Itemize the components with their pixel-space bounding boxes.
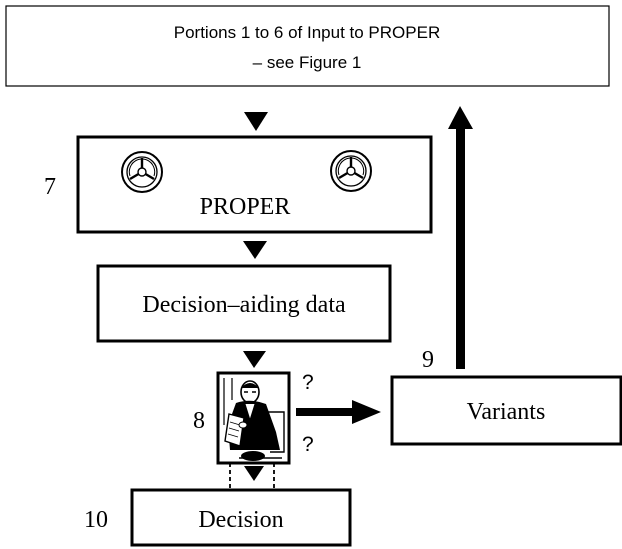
arrow-to-variants [296, 400, 381, 424]
question-mark-top: ? [302, 371, 314, 394]
proper-step-number: 7 [44, 174, 56, 200]
decision-step-number: 10 [84, 507, 108, 533]
decision-maker-icon [216, 371, 291, 465]
decision-label: Decision [198, 507, 283, 533]
feedback-arrow [448, 106, 473, 369]
input-box-line2: – see Figure 1 [253, 53, 362, 72]
input-box-line1: Portions 1 to 6 of Input to PROPER [174, 23, 440, 42]
decision-aiding-box: Decision–aiding data [96, 264, 392, 343]
arrow-input-to-proper [244, 112, 268, 131]
decision-maker-step-number: 8 [193, 408, 205, 434]
proper-label: PROPER [200, 194, 291, 220]
variants-label: Variants [467, 399, 546, 425]
feedback-step-number: 9 [422, 347, 434, 373]
decision-aiding-label: Decision–aiding data [142, 292, 346, 318]
question-mark-bottom: ? [302, 433, 314, 456]
proper-box: PROPER [76, 135, 433, 234]
decision-box: Decision [130, 488, 352, 547]
arrow-data-to-decision-maker [243, 351, 266, 368]
variants-box: Variants [390, 375, 622, 446]
dashed-connector [229, 463, 275, 488]
arrow-proper-to-data [243, 241, 267, 259]
input-box: Portions 1 to 6 of Input to PROPER – see… [5, 5, 610, 87]
